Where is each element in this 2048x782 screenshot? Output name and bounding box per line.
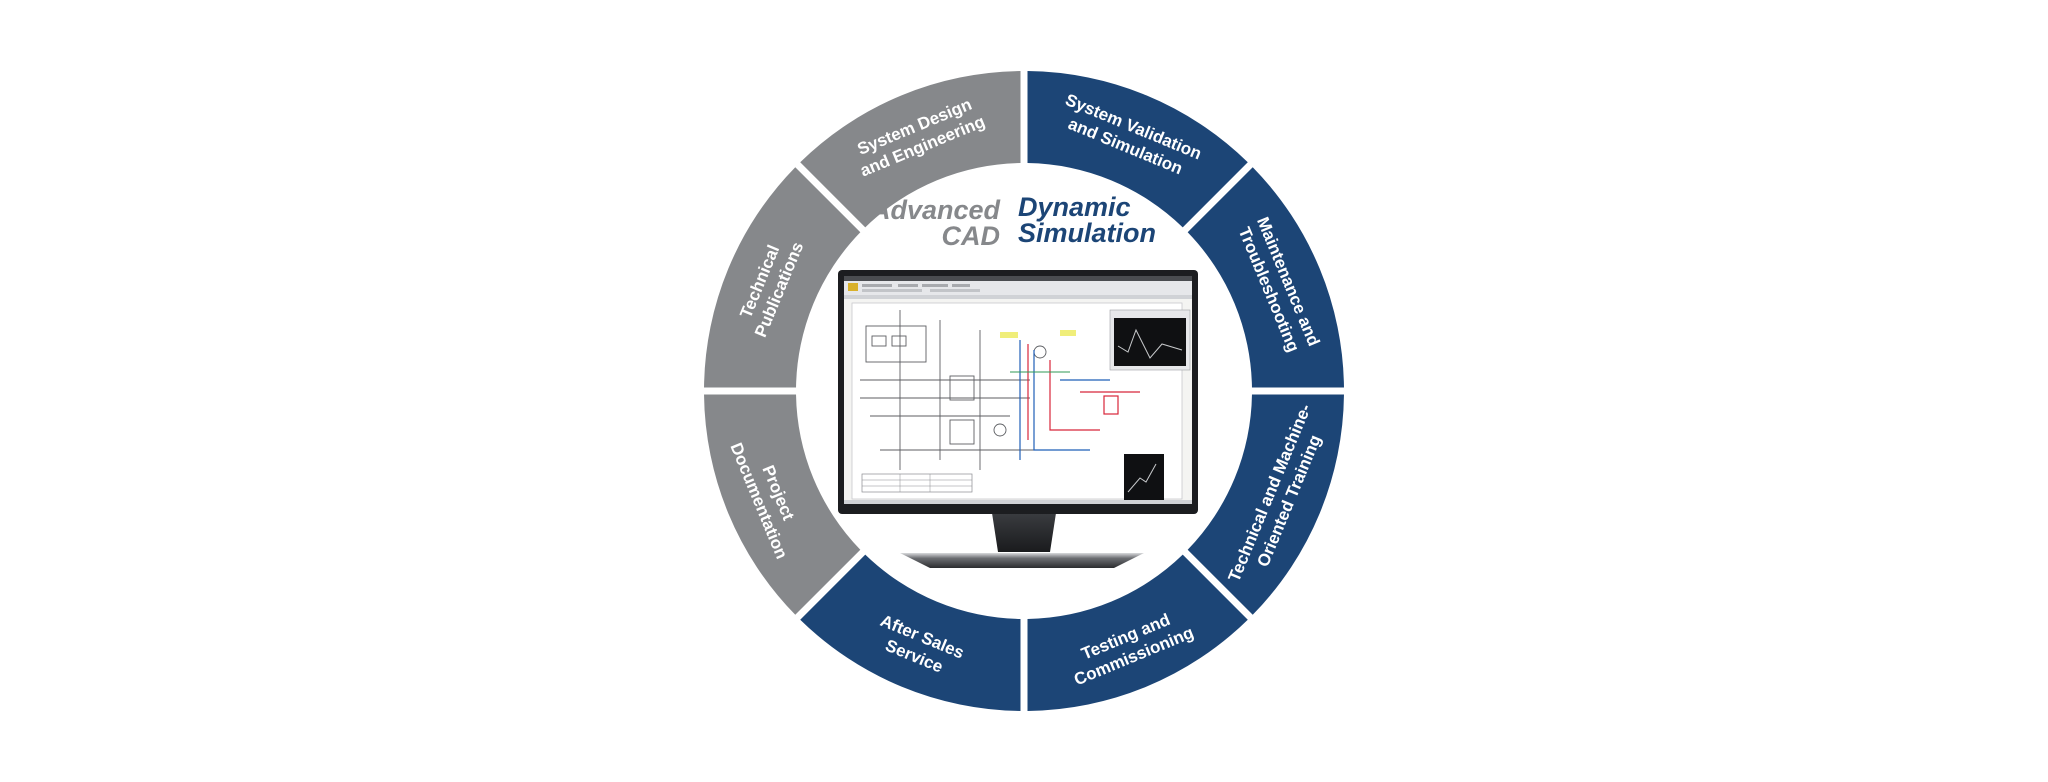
segment-shape-after-sales xyxy=(800,554,1021,711)
segment-shape-project-documentation xyxy=(704,394,861,615)
ring-segment-maintenance: Maintenance andTroubleshooting xyxy=(1187,167,1344,388)
ring-segment-project-documentation: ProjectDocumentation xyxy=(704,394,861,615)
monitor-stand-base xyxy=(900,553,1144,568)
ring-segment-training: Technical and Machine-Oriented Training xyxy=(1187,394,1344,615)
ring-segment-system-design: System Designand Engineering xyxy=(800,71,1021,228)
monitor-stand-neck xyxy=(992,513,1056,552)
ring-segment-after-sales: After SalesService xyxy=(800,554,1021,711)
segment-shape-maintenance xyxy=(1187,167,1344,388)
advanced-cad-title-line-2: CAD xyxy=(942,221,1001,251)
segment-shape-testing xyxy=(1027,554,1248,711)
ring-segment-testing: Testing andCommissioning xyxy=(1027,554,1248,711)
center-titles: Advanced CAD Dynamic Simulation xyxy=(870,192,1156,251)
ring-segments: System Validationand SimulationMaintenan… xyxy=(704,71,1344,711)
monitor-illustration xyxy=(838,270,1198,568)
advanced-cad-title-line-1: Advanced xyxy=(870,195,1001,225)
segment-shape-system-design xyxy=(800,71,1021,228)
dynamic-simulation-title-line-2: Simulation xyxy=(1018,218,1156,248)
segment-shape-training xyxy=(1187,394,1344,615)
ring-segment-technical-publications: TechnicalPublications xyxy=(704,167,861,388)
monitor-screen xyxy=(844,276,1192,504)
dynamic-simulation-title-line-1: Dynamic xyxy=(1018,192,1131,222)
segment-shape-technical-publications xyxy=(704,167,861,388)
segment-shape-system-validation xyxy=(1027,71,1248,228)
